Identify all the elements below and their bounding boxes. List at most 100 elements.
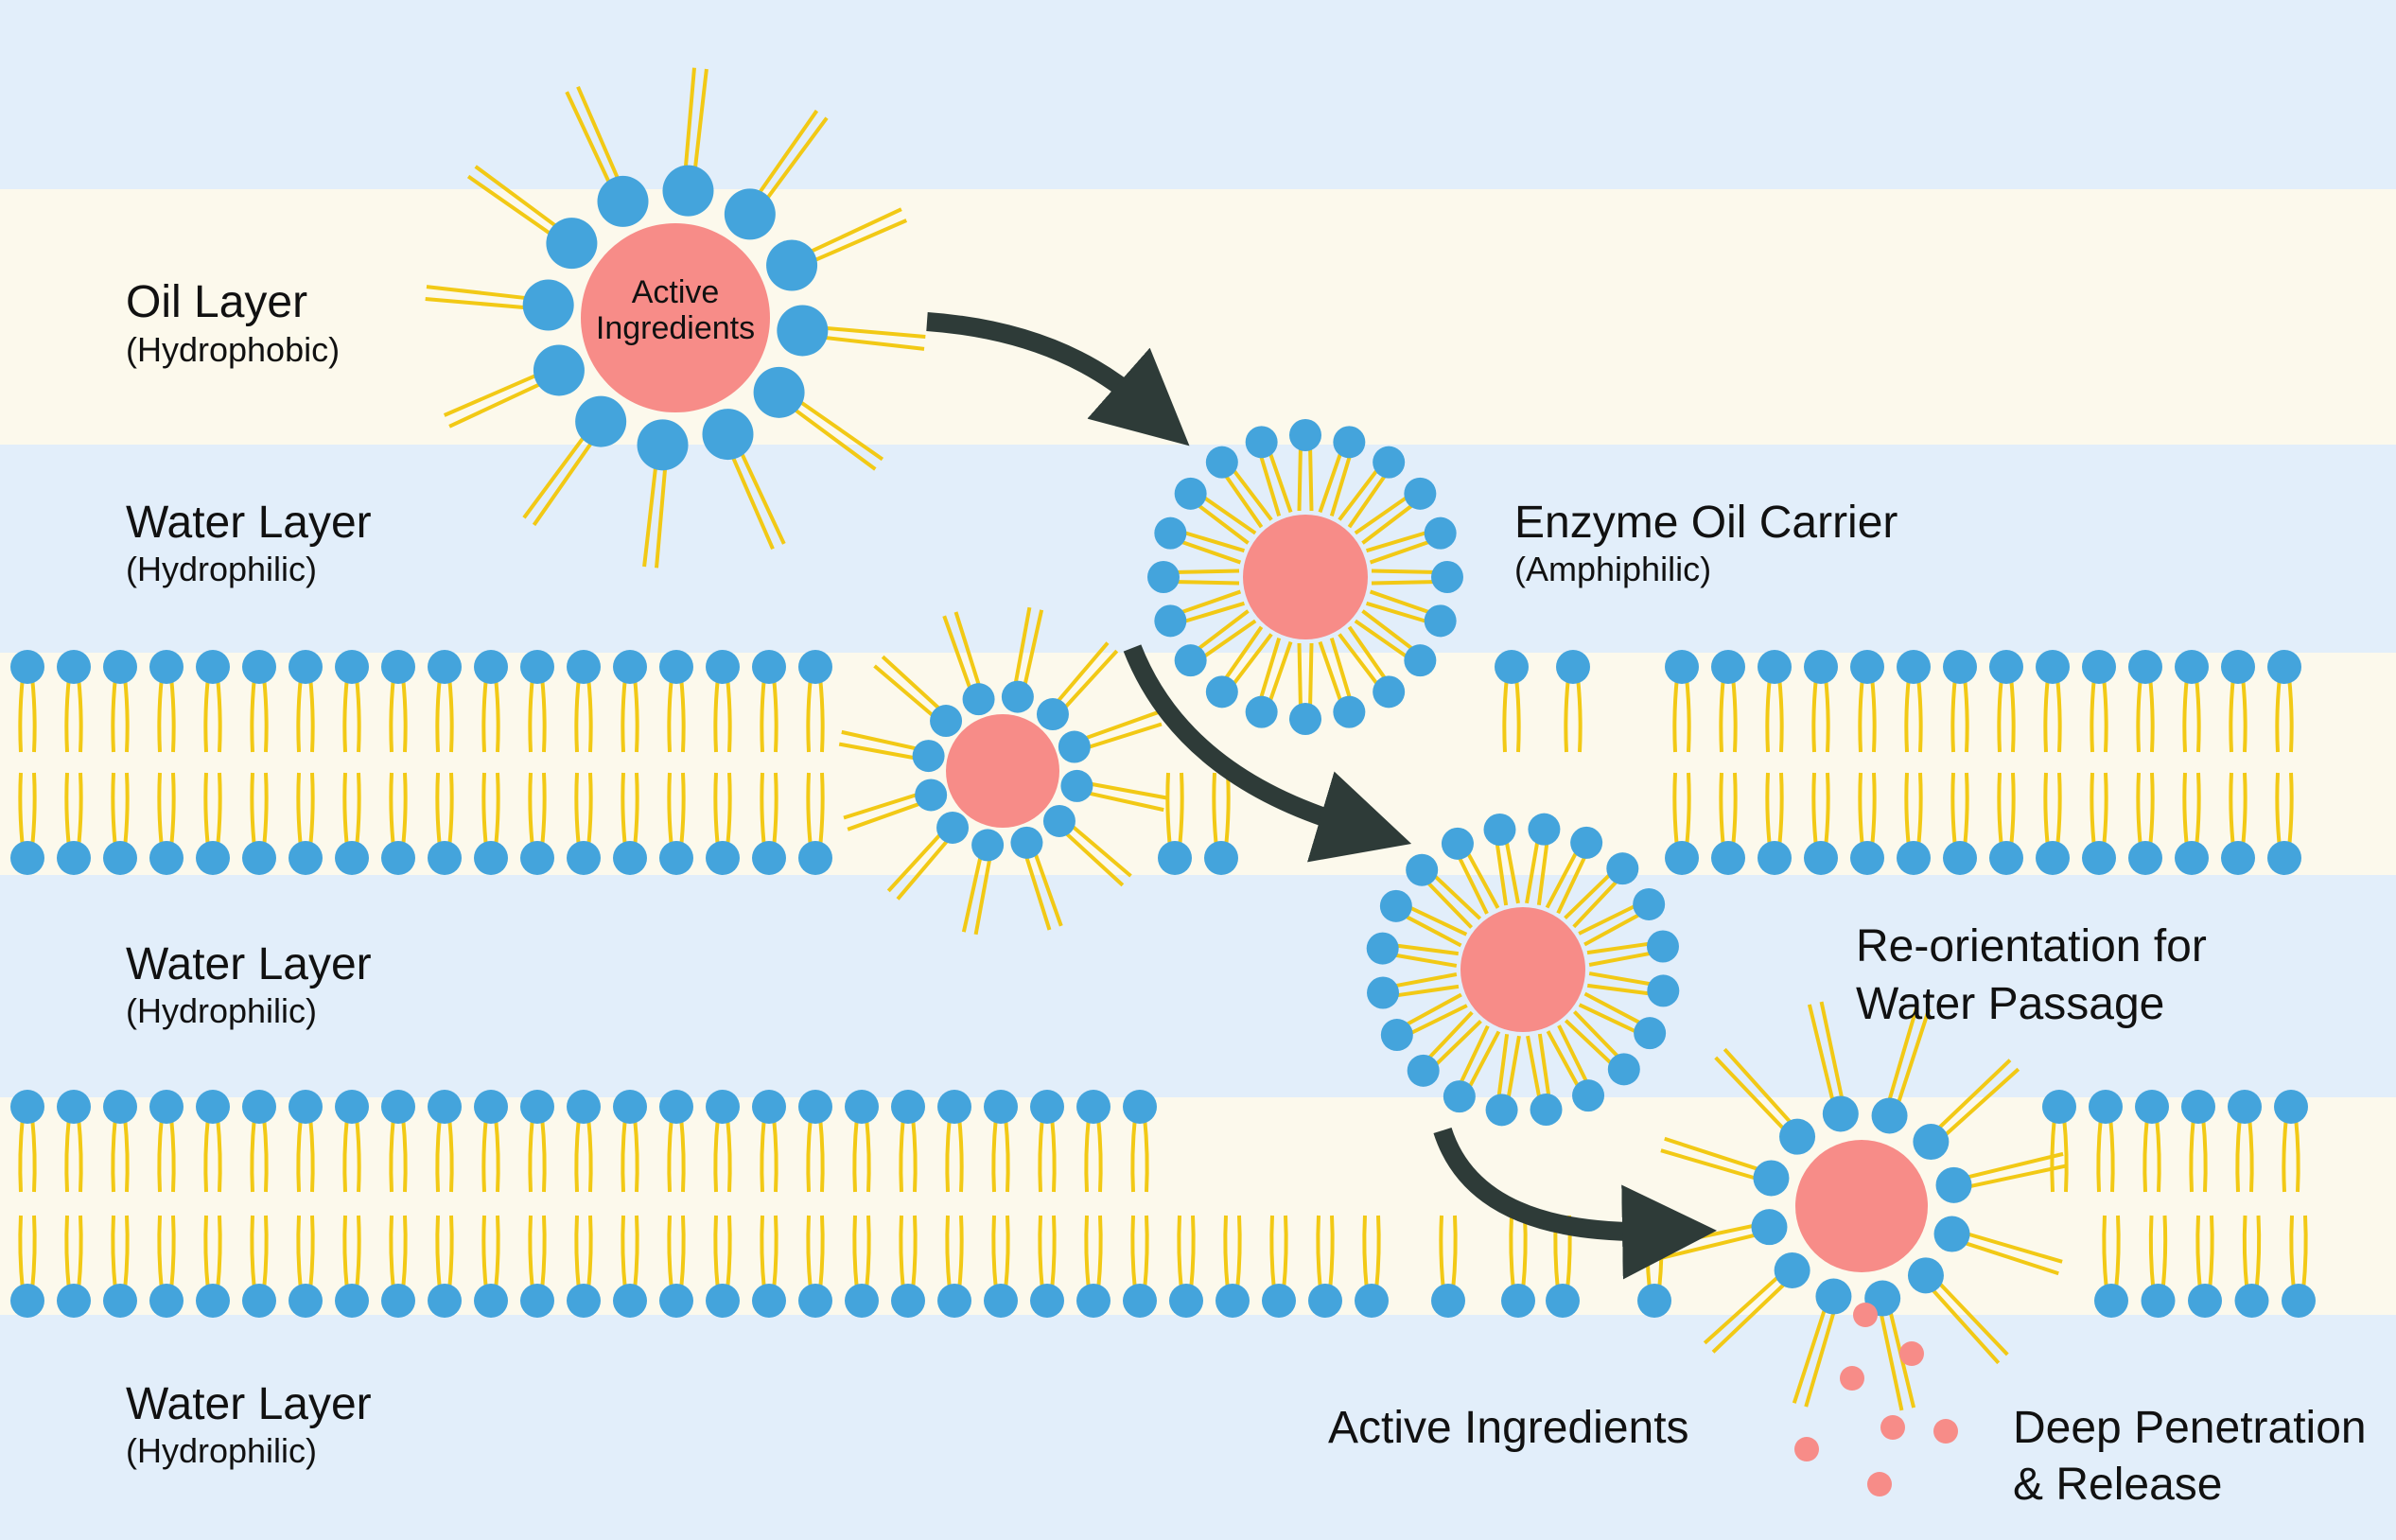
lipid-tail: [1282, 1215, 1288, 1291]
micelle-head: [533, 344, 585, 396]
micelle-tail: [1369, 589, 1434, 616]
micelle-head: [971, 829, 1005, 862]
lipid-head: [984, 1284, 1018, 1318]
lipid-tail: [64, 1215, 71, 1291]
micelle-head: [1289, 703, 1321, 735]
lipid-head: [891, 1284, 925, 1318]
lipid-head: [10, 841, 44, 875]
lipid-tail: [2254, 1215, 2262, 1291]
phospholipid: [659, 1215, 693, 1318]
lipid-tail: [123, 1215, 130, 1291]
micelle-tail: [655, 464, 668, 569]
lipid-tail: [18, 1116, 25, 1193]
micelle-tail: [1564, 870, 1615, 920]
lipid-head: [613, 1090, 647, 1124]
lipid-tail: [18, 1215, 25, 1291]
micelle-tail: [474, 165, 561, 231]
micelle-tail: [1347, 471, 1389, 529]
lipid-tail: [308, 1215, 315, 1291]
micelle-tail: [1967, 1232, 2063, 1264]
lipid-head: [891, 1090, 925, 1124]
lipid-tail: [2055, 676, 2062, 753]
micelle-head: [1424, 604, 1457, 638]
micelle-tail: [1588, 951, 1655, 967]
lipid-tail: [2142, 1116, 2149, 1193]
lipid-tail: [574, 676, 581, 753]
micelle-tail: [565, 91, 613, 187]
lipid-tail: [389, 676, 395, 753]
lipid-tail: [111, 1215, 117, 1291]
phospholipid: [798, 650, 832, 753]
lipid-tail: [308, 676, 315, 753]
lipid-tail: [1685, 676, 1691, 753]
lipid-tail: [262, 772, 269, 849]
lipid-head: [752, 650, 786, 684]
phospholipid: [984, 1090, 1018, 1193]
lipid-tail: [1038, 1215, 1044, 1291]
lipid-head: [103, 841, 137, 875]
lipid-head: [196, 841, 230, 875]
micelle-tail: [1723, 1047, 1793, 1124]
lipid-tail: [2242, 1215, 2249, 1291]
phospholipid: [2089, 1090, 2123, 1193]
lipid-tail: [64, 772, 71, 849]
micelle-head: [597, 175, 649, 227]
lipid-head: [1215, 1284, 1250, 1318]
lipid-head: [196, 650, 230, 684]
micelle-head: [1935, 1166, 1972, 1203]
phospholipid: [2036, 772, 2070, 875]
micelle-tail: [1180, 601, 1246, 624]
lipid-tail: [1130, 1215, 1137, 1291]
phospholipid: [1308, 1215, 1342, 1318]
phospholipid: [1665, 650, 1699, 753]
lipid-head: [242, 1090, 276, 1124]
phospholipid: [428, 1215, 462, 1318]
lipid-tail: [2160, 1215, 2168, 1291]
lipid-tail: [865, 1116, 871, 1193]
lipid-head: [706, 1090, 740, 1124]
lipid-tail: [1858, 676, 1864, 753]
lipid-head: [752, 841, 786, 875]
micelle-tail: [1194, 609, 1250, 653]
micelle-tail: [806, 207, 902, 255]
micelle-head: [1380, 1019, 1413, 1052]
micelle-head: [1373, 675, 1406, 709]
water-layer-title: Water Layer: [126, 939, 372, 989]
micelle-tail: [1033, 852, 1063, 927]
phospholipid: [1030, 1215, 1064, 1318]
phospholipid: [1123, 1215, 1157, 1318]
lipid-head: [57, 650, 91, 684]
phospholipid: [1215, 1215, 1250, 1318]
lipid-tail: [1374, 1215, 1381, 1291]
lipid-tail: [2136, 676, 2142, 753]
micelle-head: [1570, 826, 1603, 859]
phospholipid: [103, 650, 137, 753]
lipid-head: [149, 1090, 184, 1124]
lipid-head: [2082, 841, 2116, 875]
micelle-head: [1205, 675, 1238, 709]
lipid-tail: [911, 1215, 918, 1291]
phospholipid: [2234, 1215, 2269, 1318]
micelle-tail: [1230, 465, 1273, 521]
phospholipid: [335, 1215, 369, 1318]
lipid-tail: [621, 676, 627, 753]
lipid-tail: [308, 1116, 315, 1193]
phospholipid: [1169, 1215, 1203, 1318]
micelle-tail: [1056, 641, 1110, 703]
phospholipid: [289, 650, 323, 753]
phospholipid: [1989, 650, 2023, 753]
micelle-head: [1606, 852, 1639, 885]
lipid-tail: [574, 772, 581, 849]
micelle-tail: [1506, 1035, 1521, 1102]
lipid-tail: [262, 1116, 269, 1193]
lipid-tail: [1777, 772, 1784, 849]
lipid-tail: [1316, 1215, 1322, 1291]
lipid-tail: [2189, 1116, 2195, 1193]
lipid-tail: [1997, 772, 2003, 849]
lipid-tail: [123, 1116, 130, 1193]
micelle-tail: [1586, 983, 1653, 996]
phospholipid: [752, 650, 786, 753]
lipid-head: [57, 1284, 91, 1318]
phospholipid: [149, 772, 184, 875]
lipid-head: [1850, 841, 1884, 875]
